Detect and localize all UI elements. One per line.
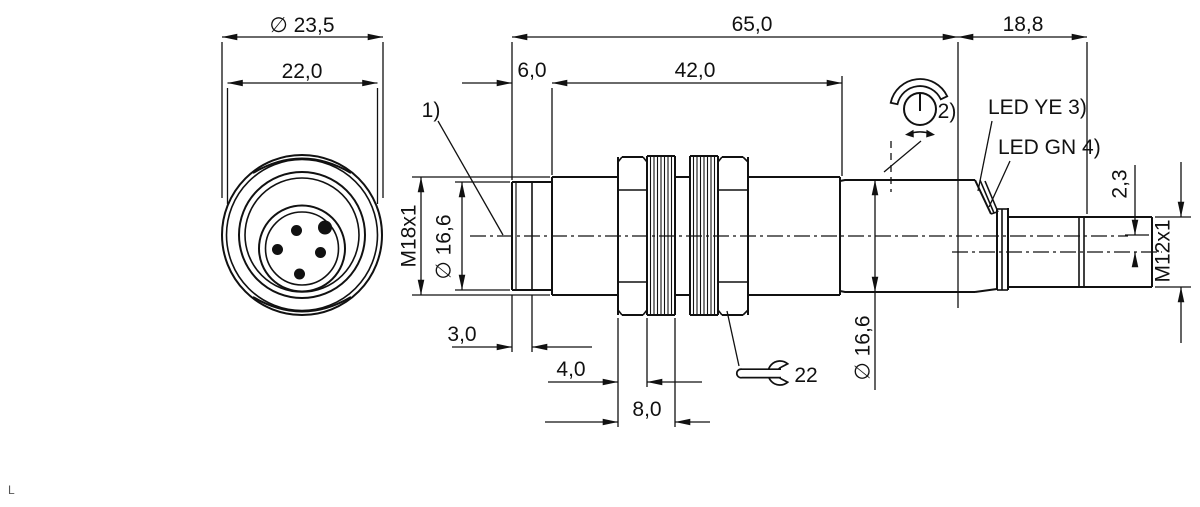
led-yellow-label: LED YE 3) bbox=[988, 96, 1087, 119]
adjustment-symbol bbox=[883, 78, 949, 192]
dim-8mm-label: 8,0 bbox=[632, 398, 661, 421]
dim-main-thread-label: M18x1 bbox=[397, 204, 420, 267]
dim-connector-length bbox=[958, 33, 1088, 214]
rotary-adjustment-arc-icon bbox=[889, 78, 949, 106]
bottom-chamfer-arc bbox=[252, 296, 352, 313]
note-1-leader bbox=[437, 120, 504, 236]
dim-front-width-label: 22,0 bbox=[282, 60, 323, 83]
front-view bbox=[221, 154, 383, 316]
dim-front-length-label: 6,0 bbox=[517, 59, 546, 82]
dim-front-length bbox=[462, 79, 553, 175]
dim-3mm bbox=[452, 295, 592, 352]
dim-head-diameter bbox=[221, 33, 384, 198]
dim-thread-length-label: 42,0 bbox=[675, 59, 716, 82]
knurl-hatching bbox=[649, 157, 673, 314]
pin bbox=[272, 244, 283, 255]
dim-8mm bbox=[545, 318, 710, 427]
dim-3mm-label: 3,0 bbox=[447, 323, 476, 346]
connector-socket-inner bbox=[264, 211, 340, 286]
dim-front-width bbox=[226, 79, 379, 204]
pin bbox=[294, 268, 305, 280]
watermark: L bbox=[8, 483, 15, 497]
led-green-label: LED GN 4) bbox=[998, 136, 1101, 159]
knurl-hatching bbox=[692, 157, 716, 314]
dim-connector-length-label: 18,8 bbox=[1003, 13, 1044, 36]
note-1-label: 1) bbox=[422, 99, 441, 122]
led-window-chamfer bbox=[974, 179, 992, 215]
connector-pins bbox=[272, 220, 332, 280]
dim-connector-thread-label: M12x1 bbox=[1151, 219, 1174, 282]
dim-head-diameter-label: ∅ 23,5 bbox=[270, 14, 335, 37]
dim-front-diameter bbox=[455, 181, 510, 291]
mounting-nut-rear bbox=[689, 155, 749, 316]
wrench-icon bbox=[736, 360, 790, 386]
mounting-nut-front bbox=[617, 155, 676, 316]
pin bbox=[315, 247, 326, 258]
side-view-body bbox=[511, 176, 1153, 296]
arrow-right bbox=[926, 129, 935, 138]
pin bbox=[291, 225, 302, 236]
wrench-callout: 22 bbox=[726, 310, 818, 387]
led-yellow-leader bbox=[977, 120, 993, 192]
dim-front-diameter-label: ∅ 16,6 bbox=[432, 215, 455, 280]
side-view-centerlines bbox=[470, 235, 1162, 253]
dim-main-thread bbox=[412, 176, 550, 296]
led-green-leader bbox=[988, 160, 1011, 208]
dim-4mm-label: 4,0 bbox=[556, 358, 585, 381]
arrow-left bbox=[905, 129, 914, 138]
connector-socket-outer bbox=[258, 204, 346, 293]
key-pin bbox=[318, 220, 332, 235]
wrench-size-label: 22 bbox=[794, 364, 817, 387]
dim-axis-offset bbox=[1125, 165, 1149, 268]
dim-total-length bbox=[511, 33, 959, 308]
dim-thread-length bbox=[552, 76, 843, 176]
dim-axis-offset-label: 2,3 bbox=[1108, 169, 1131, 198]
dim-connector-thread bbox=[1155, 162, 1191, 343]
top-chamfer-arc bbox=[252, 157, 352, 174]
note-2-label: 2) bbox=[938, 100, 957, 123]
dim-total-length-label: 65,0 bbox=[732, 13, 773, 36]
dim-rear-diameter-label: ∅ 16,6 bbox=[851, 316, 874, 381]
